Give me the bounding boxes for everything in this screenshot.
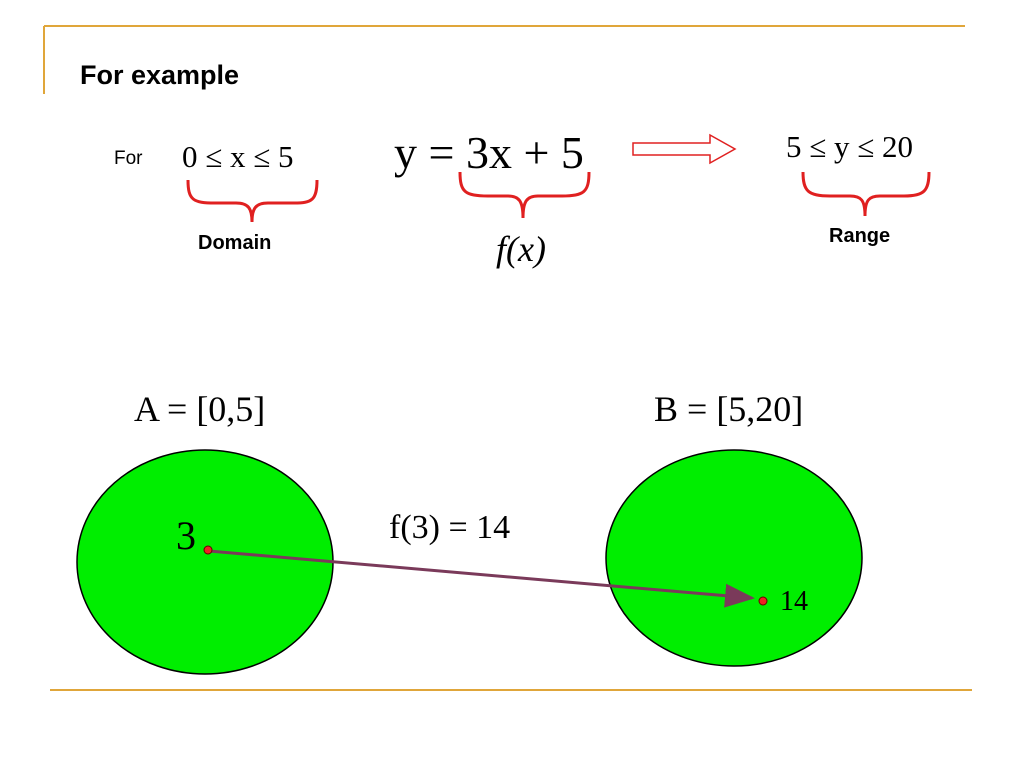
domain-brace — [186, 179, 319, 223]
slide-title: For example — [80, 60, 240, 90]
point-b-label: 14 — [780, 586, 808, 617]
function-brace — [458, 171, 591, 219]
set-a-ellipse — [76, 449, 334, 675]
set-a-label: A = [0,5] — [134, 389, 266, 429]
domain-expression: 0 ≤ x ≤ 5 — [182, 139, 294, 174]
point-14 — [758, 596, 768, 606]
mapping-arrow — [208, 549, 755, 608]
range-expression: 5 ≤ y ≤ 20 — [786, 129, 914, 164]
fx-label: f(x) — [496, 229, 546, 269]
set-b-label: B = [5,20] — [654, 389, 804, 429]
range-brace — [801, 171, 931, 217]
function-expression: y = 3x + 5 — [394, 127, 584, 178]
point-3 — [203, 545, 213, 555]
implies-arrow — [632, 133, 737, 165]
domain-label: Domain — [198, 232, 272, 254]
set-b-ellipse — [605, 449, 863, 667]
for-label: For — [114, 148, 143, 169]
mapping-label: f(3) = 14 — [389, 509, 511, 546]
range-label: Range — [829, 225, 891, 247]
point-a-label: 3 — [176, 513, 196, 558]
